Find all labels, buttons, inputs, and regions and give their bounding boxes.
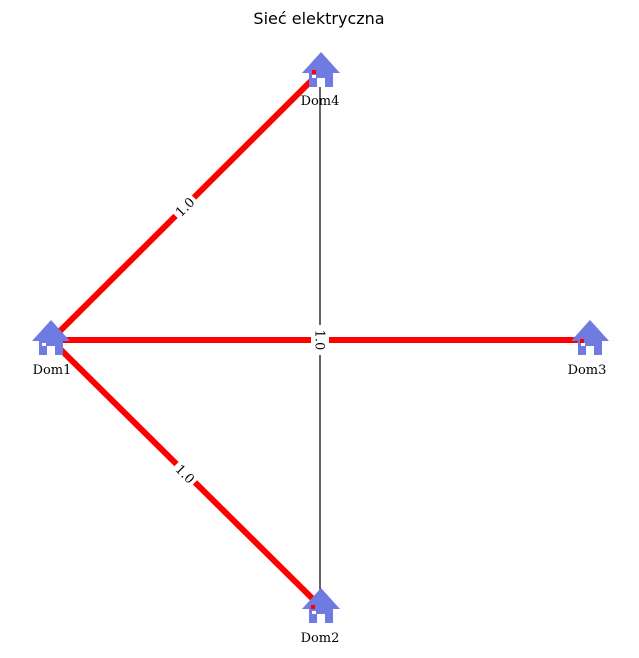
edge-label-dom1-dom3: 1.0 — [312, 330, 327, 351]
house-icon — [571, 320, 609, 355]
diagram-title: Sieć elektryczna — [253, 9, 384, 28]
node-label-dom1: Dom1 — [33, 363, 72, 378]
node-dom3: Dom3 — [568, 320, 609, 378]
connection-marker — [312, 70, 316, 74]
node-dom2: Dom2 — [301, 588, 340, 646]
node-label-dom3: Dom3 — [568, 363, 607, 378]
node-label-dom4: Dom4 — [301, 94, 340, 109]
node-dom1: Dom1 — [32, 320, 71, 378]
node-label-dom2: Dom2 — [301, 631, 340, 646]
connection-marker — [580, 339, 584, 343]
node-dom4: Dom4 — [301, 52, 340, 109]
connection-marker — [311, 605, 315, 609]
